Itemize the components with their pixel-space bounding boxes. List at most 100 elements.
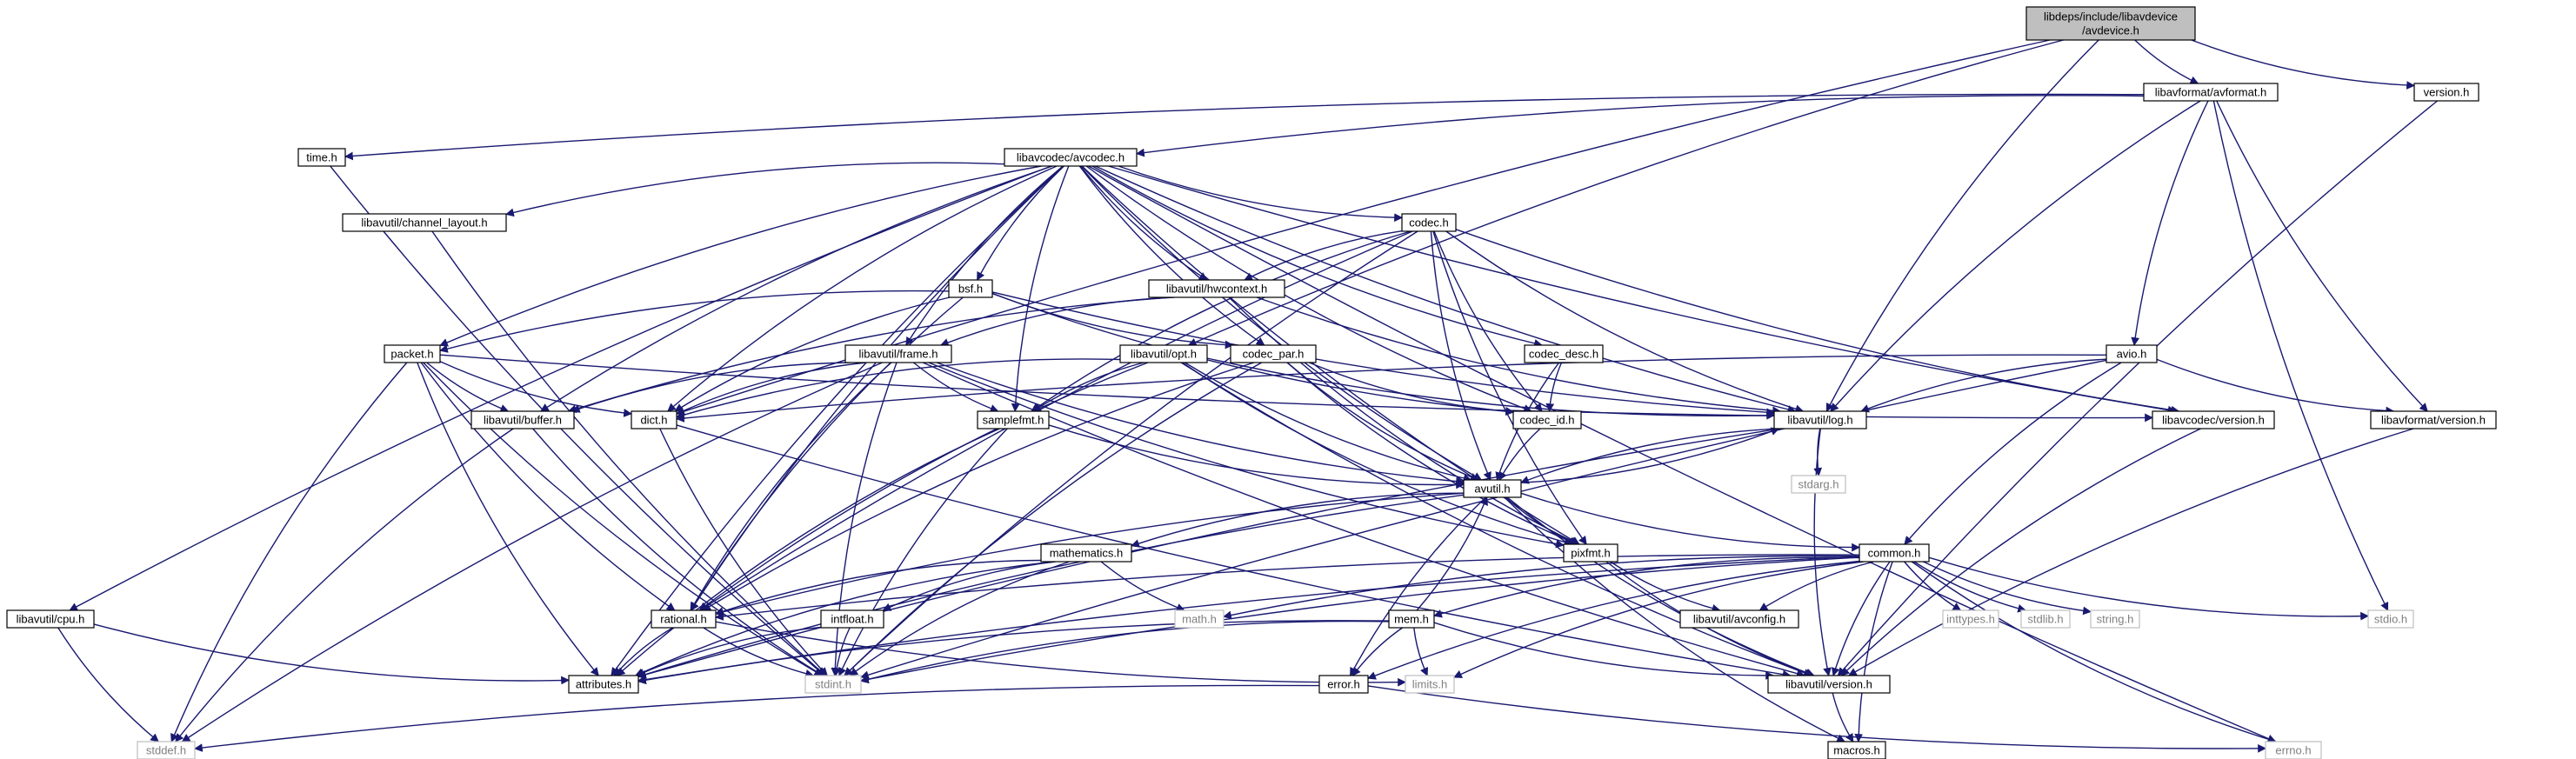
edge-avutil-to-common <box>1520 492 1860 552</box>
node-label: stdio.h <box>2374 613 2407 626</box>
node-label: libavcodec/avcodec.h <box>1017 151 1124 164</box>
node-label: attributes.h <box>576 678 631 691</box>
edge-version_h-to-lavu_version <box>1837 100 2439 676</box>
node-box <box>384 344 441 363</box>
node-box <box>2370 410 2497 429</box>
node-stdarg: stdarg.h <box>1791 475 1846 494</box>
node-macros[interactable]: macros.h <box>1827 741 1886 759</box>
node-label: codec.h <box>1409 216 1449 230</box>
node-label: intfloat.h <box>831 613 873 626</box>
node-opt[interactable]: libavutil/opt.h <box>1119 344 1208 363</box>
edge-mem-to-attributes <box>637 620 1390 685</box>
node-label: libavformat/avformat.h <box>2155 86 2267 99</box>
node-frame[interactable]: libavutil/frame.h <box>844 344 952 363</box>
node-label: limits.h <box>1412 678 1447 691</box>
edge-cpu-to-attributes <box>93 623 570 685</box>
edge-buffer-to-stddef <box>175 428 514 742</box>
node-box <box>137 741 196 759</box>
node-log[interactable]: libavutil/log.h <box>1773 410 1867 429</box>
edge-avutil-to-error_h <box>1349 496 1486 676</box>
node-label: errno.h <box>2275 744 2311 757</box>
node-codec-h[interactable]: codec.h <box>1401 213 1457 232</box>
node-box <box>1119 344 1208 363</box>
node-box <box>1040 543 1132 563</box>
node-box <box>2090 609 2140 629</box>
edge-opt-to-samplefmt <box>1031 362 1145 412</box>
node-label: codec_desc.h <box>1529 348 1598 361</box>
node-buffer[interactable]: libavutil/buffer.h <box>470 410 575 429</box>
node-cpu[interactable]: libavutil/cpu.h <box>6 609 95 629</box>
node-samplefmt[interactable]: samplefmt.h <box>977 410 1050 429</box>
node-error-h[interactable]: error.h <box>1318 675 1369 694</box>
node-label: pixfmt.h <box>1571 547 1611 560</box>
node-attributes[interactable]: attributes.h <box>568 675 639 694</box>
node-codec-id[interactable]: codec_id.h <box>1512 410 1582 429</box>
node-math-h: math.h <box>1174 609 1225 629</box>
edge-frame-to-avutil <box>936 362 1465 486</box>
edge-dict-to-stdint <box>659 428 828 676</box>
edge-samplefmt-to-attributes <box>616 428 1000 676</box>
edge-avcodec-to-channel_layout <box>505 162 1005 217</box>
edge-avcodec-to-frame <box>905 165 1064 346</box>
node-box <box>844 344 952 363</box>
edge-frame-to-stdint <box>831 362 898 676</box>
node-root[interactable]: libdeps/include/libavdevice/avdevice.h <box>2025 6 2196 41</box>
edge-hwcontext-to-frame <box>939 296 1175 347</box>
node-time-h[interactable]: time.h <box>297 148 346 167</box>
node-lavc-version[interactable]: libavcodec/version.h <box>2152 410 2275 429</box>
node-common[interactable]: common.h <box>1859 543 1930 563</box>
node-box <box>1388 609 1435 629</box>
node-hwcontext[interactable]: libavutil/hwcontext.h <box>1148 279 1285 298</box>
edge-bsf-to-dict <box>674 296 951 412</box>
node-avcodec[interactable]: libavcodec/avcodec.h <box>1004 148 1138 167</box>
node-intfloat[interactable]: intfloat.h <box>820 609 884 629</box>
node-lavf-version[interactable]: libavformat/version.h <box>2370 410 2497 429</box>
node-codec-par[interactable]: codec_par.h <box>1230 344 1317 363</box>
node-packet[interactable]: packet.h <box>384 344 441 363</box>
edge-avcodec-to-hwcontext <box>1079 165 1208 281</box>
edge-buffer-to-stdint <box>532 428 824 676</box>
edge-root-to-opt <box>1187 39 2064 346</box>
node-avformat[interactable]: libavformat/avformat.h <box>2143 83 2279 102</box>
edge-frame-to-lavu_version <box>922 362 1805 678</box>
edge-root-to-log <box>1825 39 2099 412</box>
edge-common-to-error_h <box>1367 560 1860 680</box>
node-label: libavcodec/version.h <box>2162 414 2265 427</box>
node-box <box>2152 410 2275 429</box>
node-box <box>820 609 884 629</box>
edge-mem-to-error_h <box>1351 627 1403 676</box>
node-box <box>1791 475 1846 494</box>
node-version-h[interactable]: version.h <box>2413 83 2479 102</box>
node-errno: errno.h <box>2265 741 2322 759</box>
edge-avcodec-to-lavc_version <box>1108 165 2177 415</box>
edge-samplefmt-to-avutil <box>1048 424 1465 489</box>
edge-log-to-lavu_version <box>1813 428 1832 676</box>
node-label: libavutil/log.h <box>1787 414 1852 427</box>
edge-channel_layout-to-stdint <box>431 230 826 676</box>
node-label: libavutil/version.h <box>1785 678 1872 691</box>
edge-avutil-to-log <box>1520 427 1780 483</box>
node-avconfig[interactable]: libavutil/avconfig.h <box>1679 609 1799 629</box>
node-mathematics[interactable]: mathematics.h <box>1040 543 1132 563</box>
node-avutil[interactable]: avutil.h <box>1463 479 1522 498</box>
edge-rational-to-stdint <box>703 627 815 678</box>
node-avio[interactable]: avio.h <box>2106 344 2158 363</box>
edge-avutil-to-mathematics <box>1131 492 1465 548</box>
node-mem[interactable]: mem.h <box>1388 609 1435 629</box>
node-box <box>568 675 639 694</box>
node-dict[interactable]: dict.h <box>631 410 677 429</box>
node-rational[interactable]: rational.h <box>651 609 717 629</box>
node-label: version.h <box>2424 86 2470 99</box>
edge-packet-to-dict <box>439 361 632 417</box>
node-box <box>1401 213 1457 232</box>
node-codec-desc[interactable]: codec_desc.h <box>1524 344 1604 363</box>
node-lavu-version[interactable]: libavutil/version.h <box>1767 675 1891 694</box>
node-bsf[interactable]: bsf.h <box>948 279 993 298</box>
node-channel-layout[interactable]: libavutil/channel_layout.h <box>342 213 507 232</box>
edge-rational-to-attributes <box>613 627 674 676</box>
node-pixfmt[interactable]: pixfmt.h <box>1563 543 1618 563</box>
edge-lavc_version-to-lavu_version <box>1840 428 2201 676</box>
node-label: libavutil/channel_layout.h <box>361 216 487 230</box>
edge-avformat-to-avio <box>2131 100 2209 346</box>
